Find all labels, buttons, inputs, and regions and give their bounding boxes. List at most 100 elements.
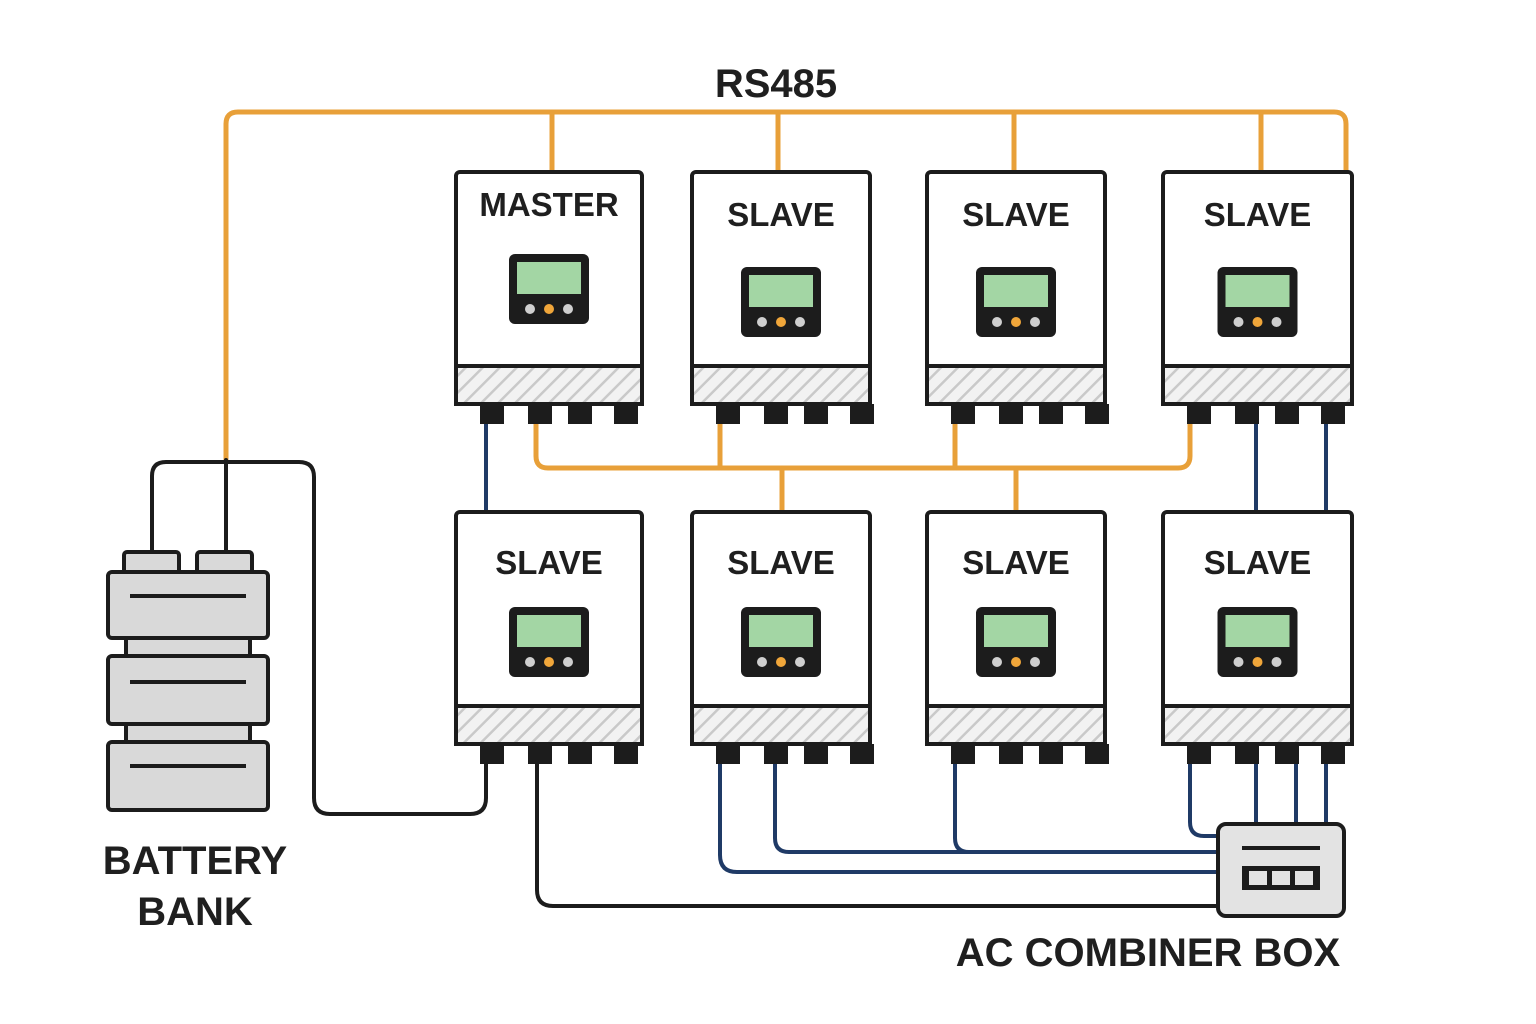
inverter-terminal — [850, 404, 874, 424]
rs485-trunk — [223, 109, 1349, 463]
ac-unit-6-line-a — [718, 762, 1221, 874]
inverter-terminal — [764, 744, 788, 764]
lcd-screen — [984, 615, 1048, 647]
inverter-vent-band — [690, 704, 872, 746]
battery-module-3 — [106, 740, 270, 812]
inverter-unit-8: SLAVE — [1161, 510, 1354, 764]
indicator-led — [1252, 317, 1263, 327]
inverter-terminal — [999, 744, 1023, 764]
indicator-led — [1030, 317, 1040, 327]
inverter-terminal — [999, 404, 1023, 424]
indicator-led — [992, 317, 1002, 327]
inverter-terminal — [1235, 744, 1259, 764]
inverter-role-label: SLAVE — [727, 544, 835, 581]
inverter-role-label: SLAVE — [1204, 196, 1312, 233]
indicator-led — [563, 657, 573, 667]
inverter-terminal — [480, 744, 504, 764]
indicator-led — [1233, 317, 1244, 327]
inverter-role-label: SLAVE — [727, 196, 835, 233]
ac-unit-8-line-a — [1188, 762, 1221, 838]
indicator-led — [757, 317, 767, 327]
indicator-led — [1030, 657, 1040, 667]
breaker-3 — [1295, 871, 1313, 885]
lcd-screen — [517, 615, 581, 647]
inverter-role-label: SLAVE — [962, 544, 1070, 581]
inverter-unit-3: SLAVE — [925, 170, 1109, 424]
ac-unit-7-line — [953, 762, 971, 854]
battery-connector-1 — [124, 636, 252, 658]
indicator-led — [795, 317, 805, 327]
battery-bank-label-line2: BANK — [137, 890, 253, 934]
inverter-terminal — [716, 404, 740, 424]
inverter-vent-band — [454, 364, 644, 406]
battery-cable-to-unit-5 — [150, 460, 488, 816]
indicator-led — [525, 657, 535, 667]
inverter-unit-6: SLAVE — [690, 510, 874, 764]
inverter-vent-band — [454, 704, 644, 746]
inverter-terminal — [614, 404, 638, 424]
inverter-role-label: SLAVE — [962, 196, 1070, 233]
inverter-terminal — [1275, 404, 1299, 424]
rs485-bus — [223, 109, 1349, 515]
inverter-terminal — [951, 404, 975, 424]
inverter-terminal — [1187, 744, 1211, 764]
inverter-terminal — [1085, 744, 1109, 764]
inverter-terminal — [951, 744, 975, 764]
inverter-unit-4: SLAVE — [1161, 170, 1354, 424]
indicator-led — [992, 657, 1002, 667]
inverter-terminal — [1039, 744, 1063, 764]
indicator-led — [1011, 317, 1021, 327]
indicator-led — [544, 304, 554, 314]
inverter-units: MASTER SLAVE SLAVE SLAVE SLAVE SLAVE SLAVE SLAV… — [454, 170, 1354, 764]
indicator-led — [563, 304, 573, 314]
battery-module-1 — [106, 570, 270, 640]
inverter-terminal — [1085, 404, 1109, 424]
indicator-led — [1271, 317, 1282, 327]
inverter-terminal — [1321, 404, 1345, 424]
inverter-role-label: SLAVE — [1204, 544, 1312, 581]
indicator-led — [1271, 657, 1282, 667]
inverter-vent-band — [1161, 704, 1354, 746]
indicator-led — [757, 657, 767, 667]
inverter-terminal — [568, 744, 592, 764]
inverter-unit-5: SLAVE — [454, 510, 644, 764]
dc-wiring — [150, 458, 1221, 908]
inverter-terminal — [804, 744, 828, 764]
inverter-unit-2: SLAVE — [690, 170, 874, 424]
unit-5-to-combiner-line — [535, 762, 1221, 908]
rs485-label: RS485 — [715, 62, 837, 106]
ac-combiner-box-label: AC COMBINER BOX — [956, 931, 1341, 975]
inverter-vent-band — [925, 364, 1107, 406]
indicator-led — [544, 657, 554, 667]
indicator-led — [1011, 657, 1021, 667]
battery-bank-label-line1: BATTERY — [103, 839, 288, 883]
inverter-terminal — [1039, 404, 1063, 424]
battery-connector-2 — [124, 722, 252, 744]
inverter-terminal — [528, 404, 552, 424]
indicator-led — [776, 317, 786, 327]
lcd-screen — [1225, 275, 1290, 307]
inverter-role-label: SLAVE — [495, 544, 603, 581]
inverter-vent-band — [1161, 364, 1354, 406]
inverter-terminal — [850, 744, 874, 764]
inverter-terminal — [1321, 744, 1345, 764]
indicator-led — [525, 304, 535, 314]
ac-wiring — [484, 422, 1328, 874]
battery-bank — [106, 550, 270, 812]
indicator-led — [776, 657, 786, 667]
inverter-terminal — [528, 744, 552, 764]
rs485-link-top — [533, 421, 1193, 471]
indicator-led — [795, 657, 805, 667]
ac-combiner-box — [1216, 822, 1346, 918]
indicator-led — [1252, 657, 1263, 667]
ac-unit-6-line-b — [773, 762, 1221, 854]
lcd-screen — [749, 615, 813, 647]
lcd-screen — [517, 262, 581, 294]
inverter-unit-1: MASTER — [454, 170, 644, 424]
lcd-screen — [1225, 615, 1290, 647]
inverter-role-label: MASTER — [479, 186, 619, 223]
indicator-led — [1233, 657, 1244, 667]
inverter-terminal — [1187, 404, 1211, 424]
inverter-terminal — [804, 404, 828, 424]
